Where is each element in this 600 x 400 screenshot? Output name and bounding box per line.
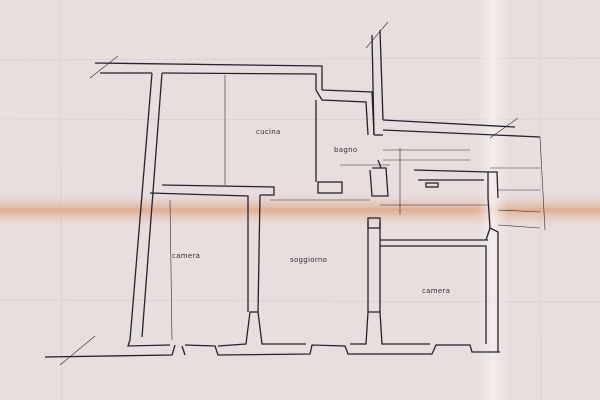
room-label-bagno: bagno: [334, 146, 357, 154]
room-label-camera-right: camera: [422, 287, 450, 295]
horizontal-fold: [0, 190, 600, 230]
room-label-camera-left: camera: [172, 252, 200, 260]
dimension-lines: [59, 21, 546, 366]
room-label-cucina: cucina: [256, 128, 281, 136]
vertical-fold: [478, 0, 508, 400]
walls: [44, 29, 541, 358]
room-label-soggiorno: soggiorno: [290, 256, 327, 264]
